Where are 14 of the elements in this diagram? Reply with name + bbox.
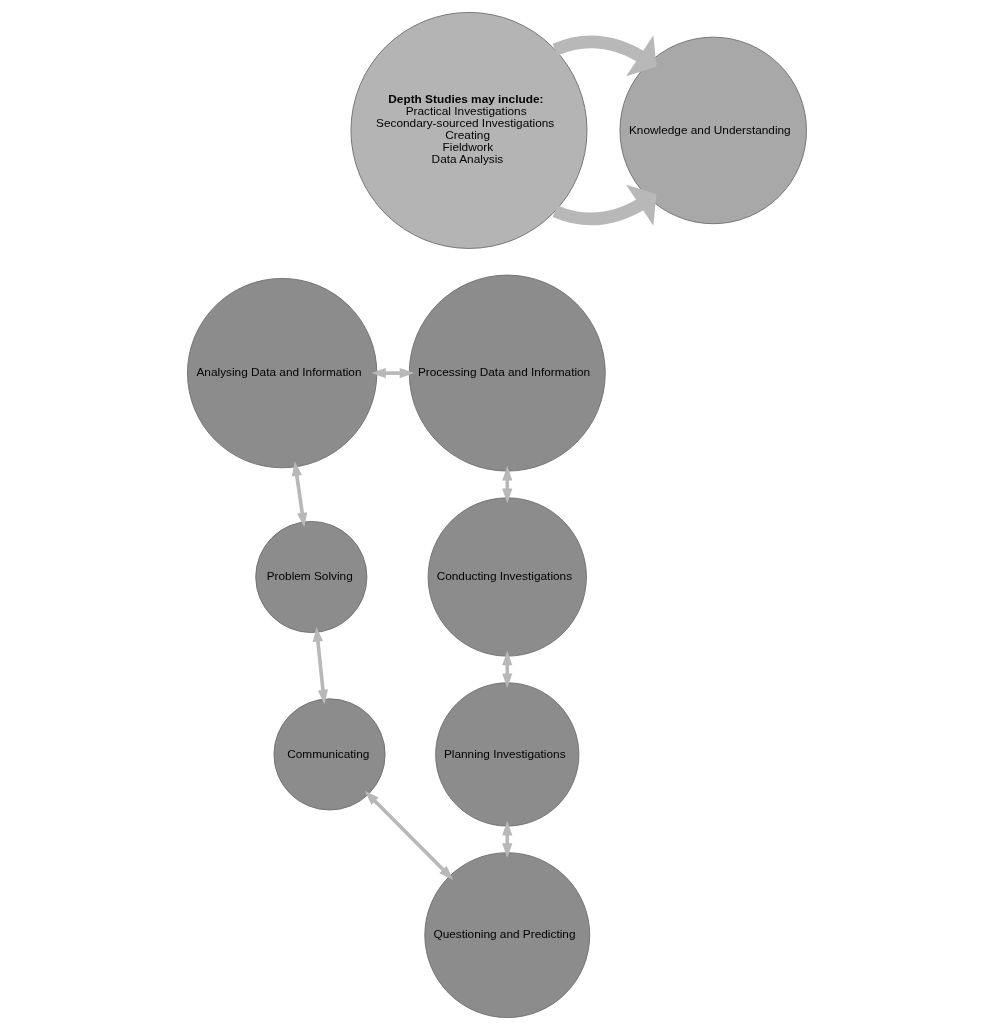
- arrow: [291, 461, 308, 528]
- node-circle: Communicating: [273, 698, 386, 811]
- arrow: [552, 35, 657, 77]
- node-circle: Analysing Data and Information: [187, 277, 378, 469]
- node-circle: Depth Studies may include: Practical Investigations Secondary-sourced Investigations Creating Fieldwork Data Analysis: [350, 11, 588, 249]
- node-circle: Conducting Investigations: [427, 497, 587, 657]
- arrow: [312, 627, 329, 705]
- node-circle: Questioning and Predicting: [424, 852, 591, 1019]
- node-circle: Problem Solving: [255, 520, 368, 633]
- node-circle: Planning Investigations: [435, 682, 580, 827]
- arrow: [552, 184, 657, 226]
- arrow: [364, 790, 454, 880]
- arrow: [371, 367, 415, 379]
- node-circle: Processing Data and Information: [408, 274, 606, 472]
